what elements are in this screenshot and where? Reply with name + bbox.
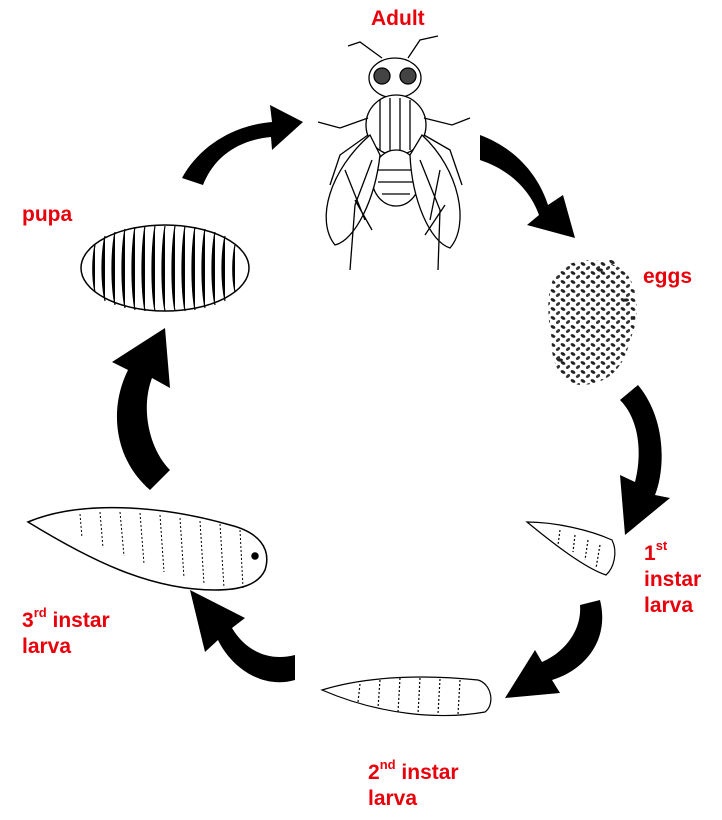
label-adult: Adult [371,6,425,32]
label-third-instar-larva: 3rd instar larva [22,608,110,660]
cycle-arrow-pupa-to-adult [182,105,303,185]
label-first-instar-word: instar [644,567,701,593]
second-instar-larva-icon [322,677,491,716]
egg-cluster-icon [548,259,636,385]
label-third-instar-larva-word: larva [22,634,110,660]
label-second-instar-word: instar [396,761,459,784]
cycle-arrow-adult-to-eggs [480,135,575,238]
label-first-instar-suffix: st [656,538,668,553]
label-first-instar-larva: 1st instar larva [644,541,701,619]
label-pupa: pupa [22,202,72,228]
label-third-instar-suffix: rd [34,605,47,620]
first-instar-larva-icon [527,522,615,575]
label-pupa-text: pupa [22,203,72,226]
housefly-icon [318,36,470,270]
cycle-arrow-second-larva-to-third-larva [190,590,295,682]
label-second-instar-number: 2 [368,761,380,784]
label-eggs: eggs [643,264,692,290]
label-third-instar-line: 3rd instar [22,608,110,634]
label-third-instar-number: 3 [22,609,34,632]
cycle-arrow-eggs-to-first-larva [620,385,670,535]
label-first-instar-number-line: 1st [644,541,701,567]
third-instar-larva-icon [28,508,267,590]
label-first-instar-larva-word: larva [644,593,701,619]
label-second-instar-larva-word: larva [368,786,459,812]
label-first-instar-number: 1 [644,542,656,565]
label-second-instar-suffix: nd [380,757,396,772]
label-eggs-text: eggs [643,265,692,288]
label-second-instar-line: 2nd instar [368,760,459,786]
label-adult-text: Adult [371,7,425,30]
label-second-instar-larva: 2nd instar larva [368,760,459,812]
cycle-arrow-first-larva-to-second-larva [505,600,602,698]
pupa-icon [81,225,249,311]
cycle-arrow-third-larva-to-pupa [112,328,170,490]
label-third-instar-word: instar [47,609,110,632]
